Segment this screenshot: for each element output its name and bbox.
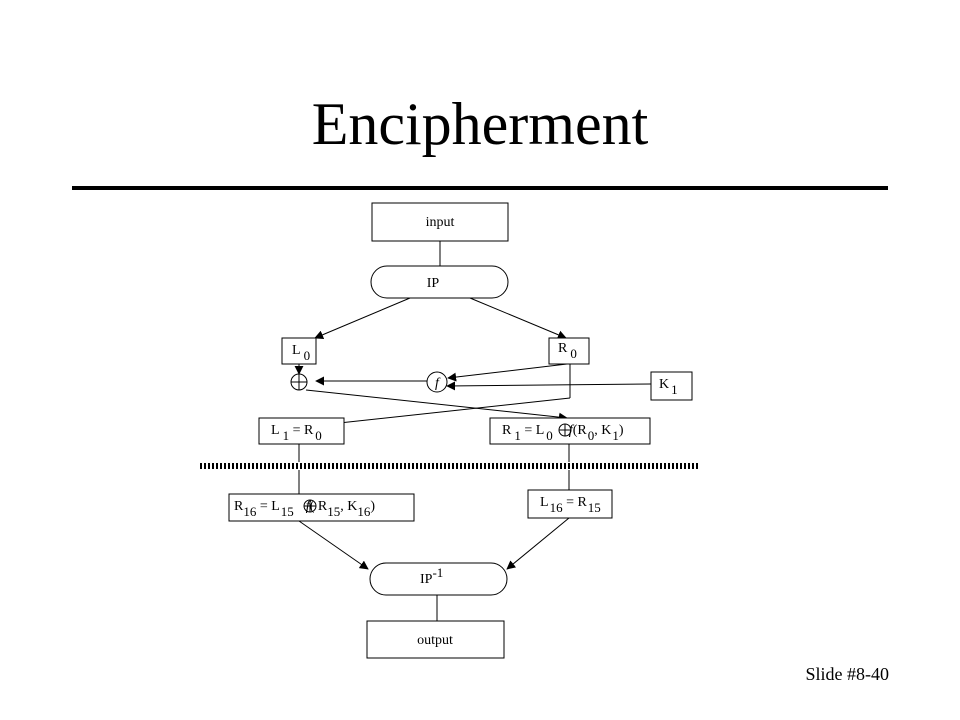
title-divider bbox=[72, 186, 888, 190]
k1-box bbox=[650, 371, 693, 401]
xor-icon bbox=[558, 423, 572, 437]
page-title: Encipherment bbox=[311, 91, 649, 157]
f-label: f bbox=[435, 376, 441, 391]
edge-l16-ipinv bbox=[506, 517, 570, 570]
output-label: output bbox=[417, 633, 453, 648]
ipinv-box bbox=[369, 562, 508, 596]
xor-icon bbox=[303, 499, 317, 513]
ip-box bbox=[370, 265, 509, 299]
l16-label: L16 = R15 bbox=[540, 495, 601, 515]
input-box bbox=[371, 202, 509, 242]
ipinv-label: IP-1 bbox=[420, 565, 443, 587]
input-label: input bbox=[426, 215, 455, 230]
edge-xor-r1 bbox=[305, 389, 568, 422]
edge-r16-ipinv bbox=[298, 520, 369, 570]
edge-r0-f bbox=[447, 363, 568, 382]
edge-k1-f bbox=[446, 381, 652, 391]
l0-box bbox=[281, 337, 317, 365]
l1-box bbox=[258, 417, 345, 445]
edge-r0-l1 bbox=[329, 397, 571, 428]
l16-box bbox=[527, 489, 613, 519]
output-box bbox=[366, 620, 505, 659]
ip-label: IP bbox=[427, 276, 440, 291]
edge-ip-r0 bbox=[469, 297, 567, 340]
edge-ip-l0 bbox=[314, 297, 411, 340]
r0-box bbox=[548, 337, 590, 365]
xor-icon bbox=[290, 373, 308, 391]
slide-number: Slide #8-40 bbox=[805, 664, 890, 684]
r16-box bbox=[228, 493, 415, 522]
f-node bbox=[426, 371, 448, 393]
